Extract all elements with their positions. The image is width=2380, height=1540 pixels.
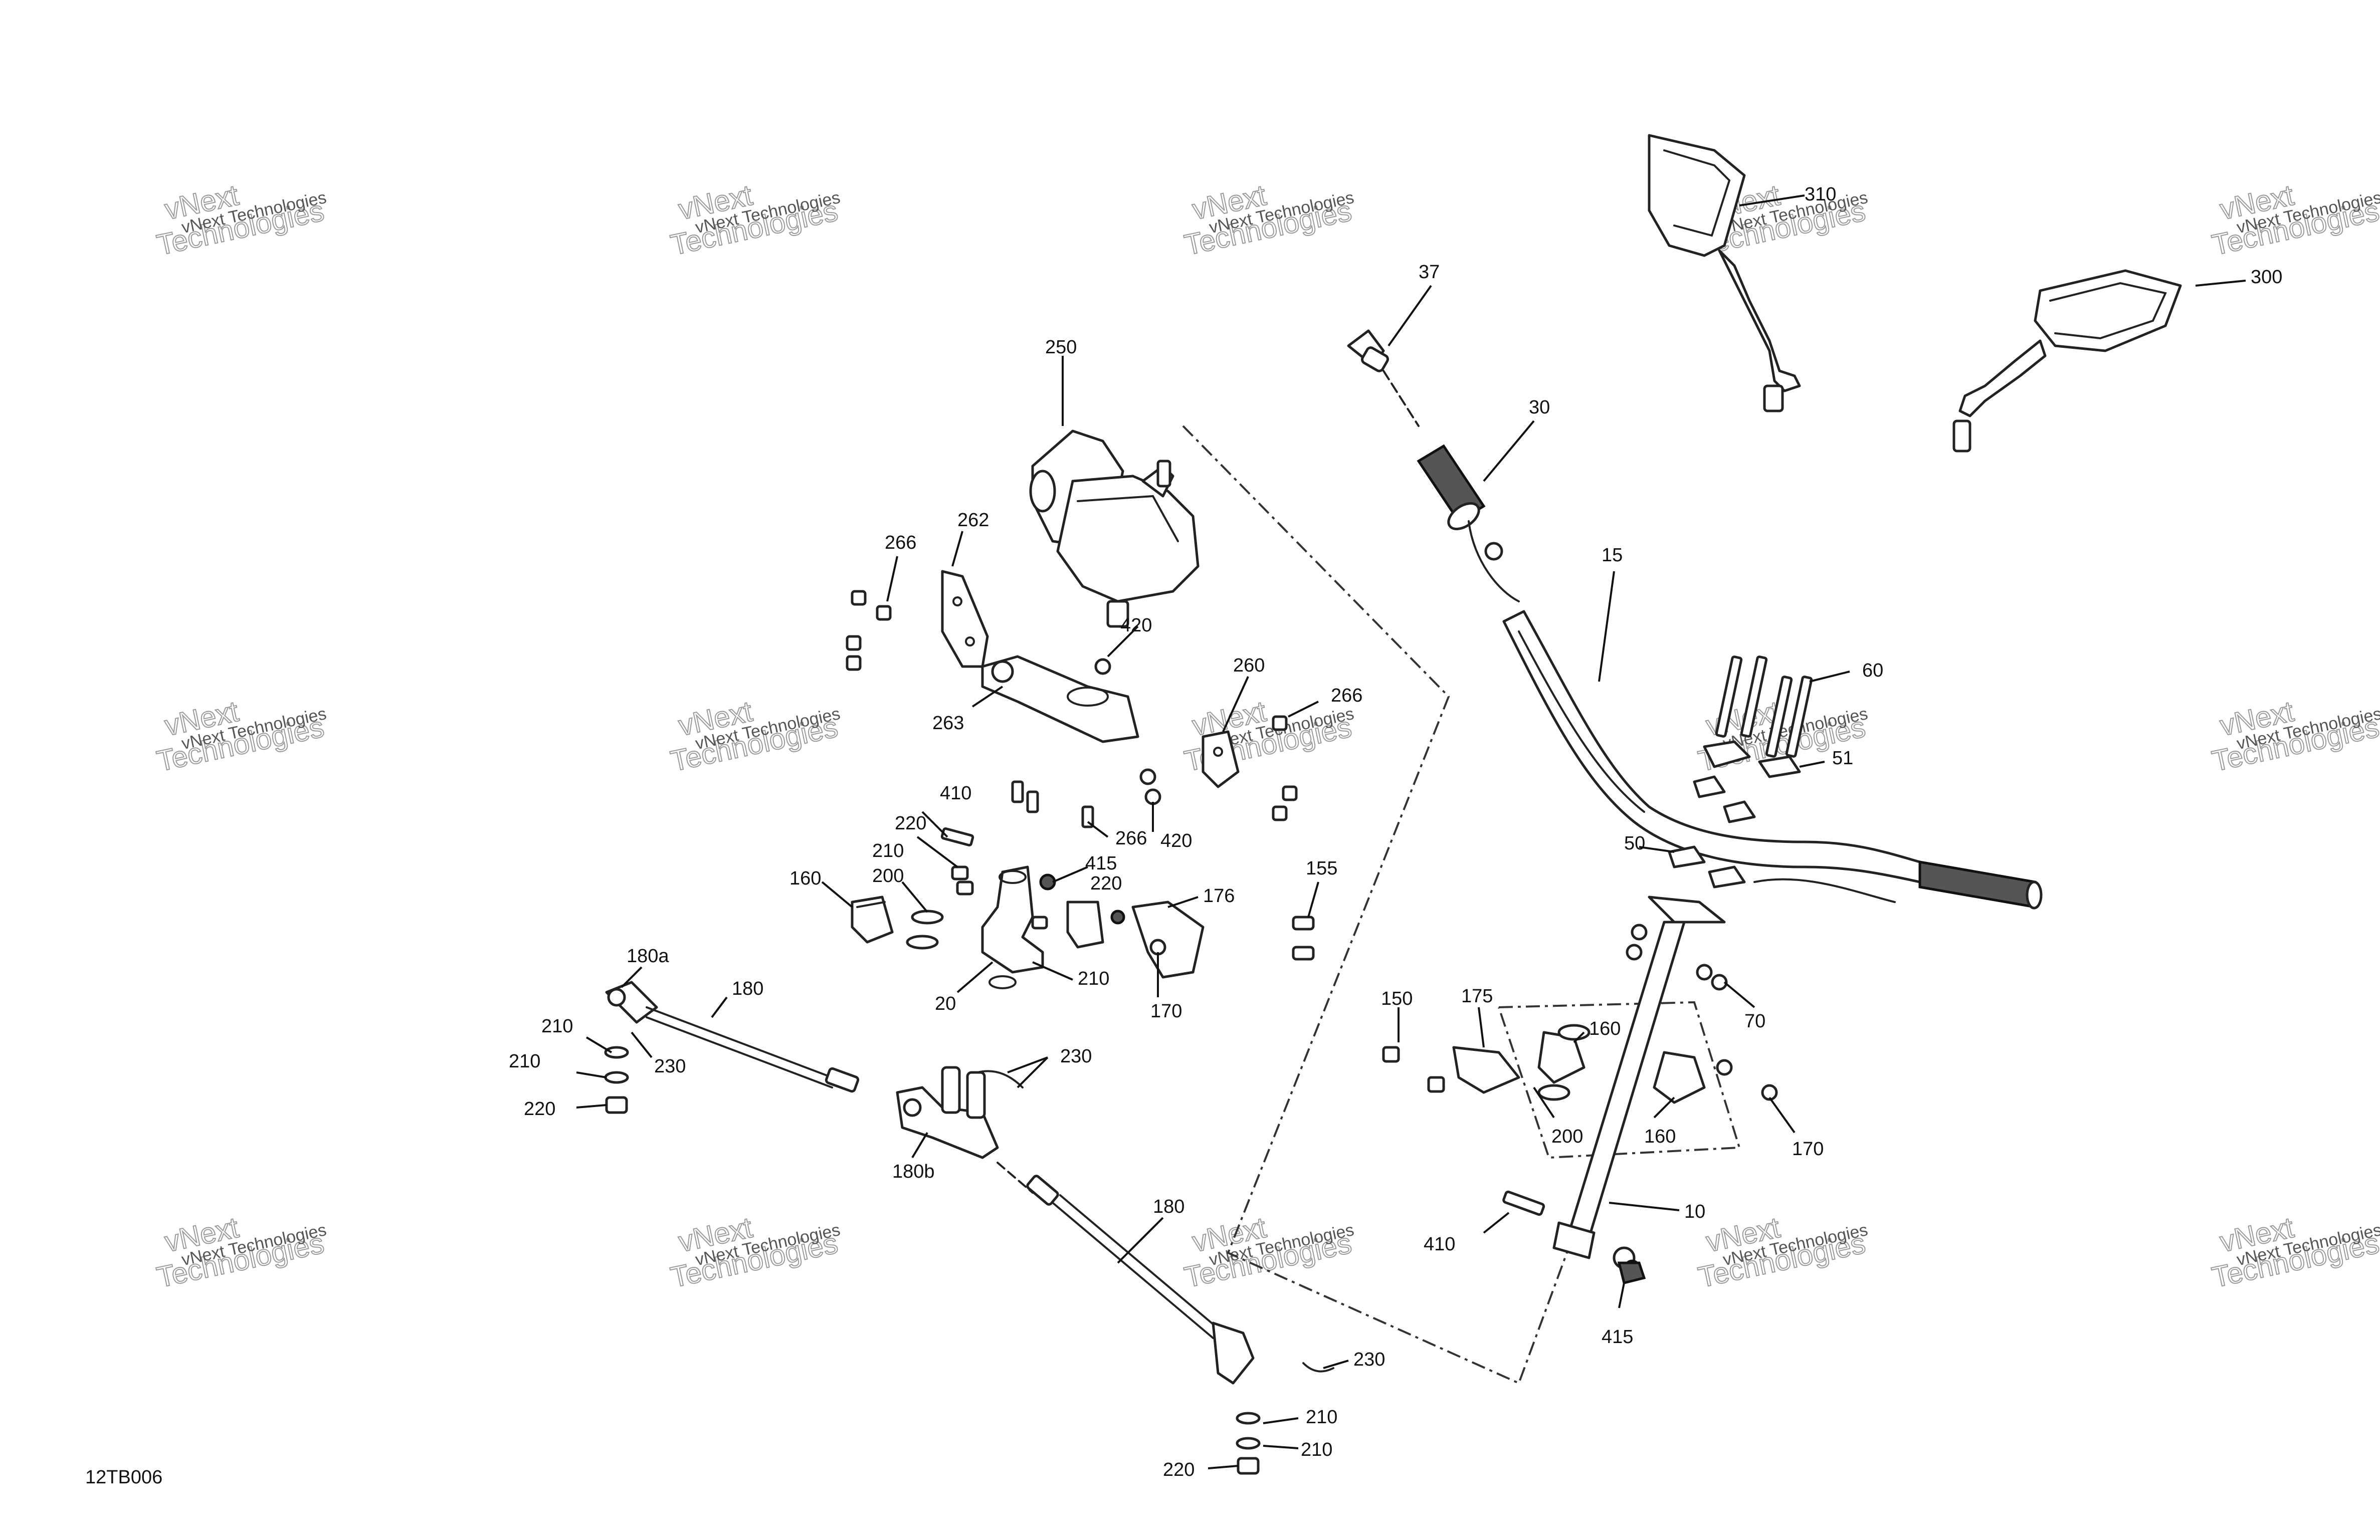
callout-60: 60 — [1862, 660, 1883, 681]
tie-rod-lower — [997, 1162, 1334, 1475]
callout-180a: 180a — [627, 946, 669, 967]
callout-51: 51 — [1832, 748, 1853, 769]
callout-415-lower: 415 — [1602, 1327, 1633, 1348]
column-nuts — [1626, 924, 1728, 991]
callout-160-upper-right: 160 — [1589, 1018, 1621, 1039]
bracket-260 — [1202, 730, 1240, 788]
callout-50: 50 — [1624, 833, 1645, 854]
callout-180-upper: 180 — [732, 978, 763, 999]
clamp-bolts — [1715, 655, 1813, 758]
callout-210-upper: 210 — [872, 840, 904, 861]
callout-220-mid: 220 — [1090, 873, 1122, 894]
callout-210-mid: 210 — [1078, 968, 1109, 989]
callout-410-upper: 410 — [940, 783, 971, 804]
callout-150: 150 — [1381, 988, 1413, 1009]
callout-labels: 310 300 37 250 30 262 266 15 420 260 266… — [509, 184, 2282, 1480]
bracket-bolts-266 — [846, 590, 1298, 828]
mirror-right — [1952, 269, 2182, 453]
steering-column — [1552, 896, 1726, 1276]
callout-170-right: 170 — [1792, 1139, 1824, 1160]
callout-70: 70 — [1744, 1011, 1765, 1032]
callout-10: 10 — [1684, 1201, 1705, 1222]
handlebar-grip-left — [1417, 444, 1520, 602]
callout-175: 175 — [1461, 986, 1493, 1007]
bushing-176-pair — [1066, 901, 1205, 979]
mounting-plate-263 — [981, 655, 1139, 743]
callout-266-lower: 266 — [1115, 828, 1147, 849]
steering-assembly-dashed-outline — [1182, 425, 1590, 1385]
callout-263: 263 — [932, 713, 964, 734]
leader-lines — [576, 194, 2246, 1469]
callout-170-left: 170 — [1150, 1001, 1182, 1022]
callout-30: 30 — [1529, 397, 1550, 418]
callout-415-upper: 415 — [1085, 853, 1117, 874]
callout-230-lower: 230 — [1353, 1349, 1385, 1370]
center-link — [896, 1066, 1024, 1159]
callout-420-upper: 420 — [1120, 615, 1152, 636]
bar-end-plug — [1347, 329, 1420, 427]
callout-220-left: 220 — [524, 1098, 555, 1120]
steering-bracket-262 — [941, 570, 989, 668]
bolts-155 — [1292, 916, 1315, 961]
callout-15: 15 — [1602, 545, 1623, 566]
callout-230-center: 230 — [1060, 1046, 1092, 1067]
callout-410-lower: 410 — [1424, 1234, 1455, 1255]
callout-260: 260 — [1233, 655, 1265, 676]
callout-230-left: 230 — [654, 1056, 686, 1077]
callout-300: 300 — [2251, 267, 2282, 288]
callout-20: 20 — [935, 993, 956, 1014]
power-steering-unit — [1029, 429, 1200, 628]
bushing-160 — [851, 896, 894, 944]
diagram-code: 12TB006 — [85, 1467, 162, 1488]
callout-220-upper: 220 — [895, 813, 926, 834]
callout-210-left-upper: 210 — [541, 1016, 573, 1037]
callout-210-lower-lower: 210 — [1301, 1439, 1332, 1460]
callout-420-lower: 420 — [1160, 830, 1192, 851]
callout-310: 310 — [1805, 184, 1836, 205]
callout-180b: 180b — [892, 1161, 935, 1182]
callout-266-right: 266 — [1331, 685, 1362, 706]
callout-37: 37 — [1419, 262, 1440, 283]
callout-176: 176 — [1203, 886, 1235, 907]
callout-210-left-lower: 210 — [509, 1051, 540, 1072]
callout-180-lower: 180 — [1153, 1196, 1184, 1217]
callout-200-lower: 200 — [1551, 1126, 1583, 1147]
callout-200-upper: 200 — [872, 865, 904, 887]
handlebar — [1502, 610, 2043, 910]
callout-210-lower-upper: 210 — [1306, 1407, 1337, 1428]
callout-160-left: 160 — [789, 868, 821, 889]
tie-rod-upper — [604, 981, 860, 1114]
arm-washers-and-bolts — [906, 827, 1056, 950]
handlebar-clamps — [1668, 740, 1801, 889]
callout-250: 250 — [1045, 337, 1077, 358]
callout-160-lower-right: 160 — [1644, 1126, 1676, 1147]
column-bolt-and-nut — [1502, 1190, 1646, 1285]
callout-220-lower: 220 — [1163, 1459, 1195, 1480]
callout-266-upper-left: 266 — [885, 532, 916, 553]
callout-262: 262 — [957, 510, 989, 531]
mirror-left — [1648, 134, 1801, 412]
callout-155: 155 — [1306, 858, 1337, 879]
